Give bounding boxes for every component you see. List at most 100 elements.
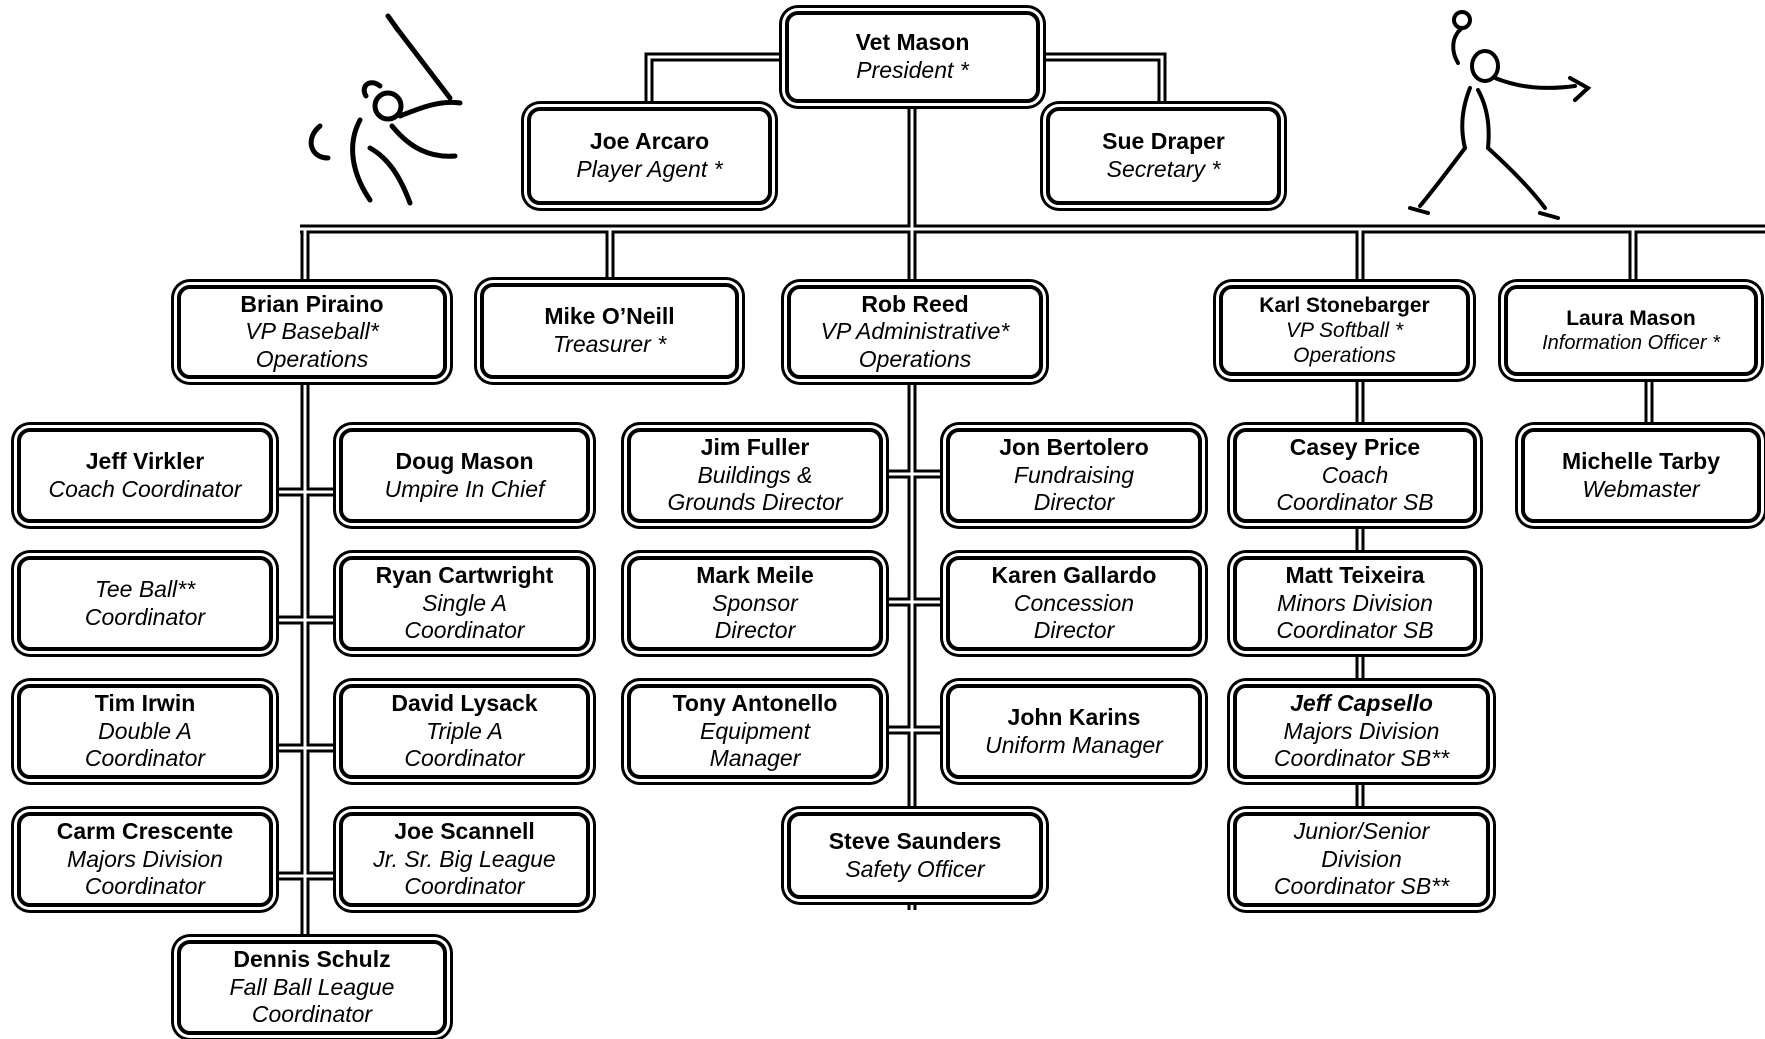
node-name: Sue Draper [1102,128,1225,155]
node-role-line: Sponsor [712,589,798,616]
node-name: Michelle Tarby [1561,447,1721,474]
node-name: Jeff Capsello [1290,690,1433,717]
node-role-line: Treasurer * [552,331,667,357]
node-tee-ball-coordinator[interactable]: Tee Ball**Coordinator [17,556,273,651]
node-role-line: Coordinator SB** [1273,745,1450,772]
node-role-line: Majors Division [1283,717,1440,744]
node-role-line: Director [714,617,796,644]
node-name: David Lysack [391,690,538,717]
node-role-line: Minors Division [1277,589,1433,616]
node-name: Laura Mason [1566,306,1696,330]
node-role-line: Junior/Senior [1293,818,1430,845]
node-role-line: Majors Division [67,845,223,872]
node-role-line: Operations [1293,344,1396,368]
node-name: Joe Scannell [394,818,535,845]
node-role-line: Webmaster [1582,475,1700,502]
node-name: Jeff Virkler [85,447,205,474]
node-role-line: President * [856,57,969,83]
node-name: Jon Bertolero [999,434,1149,461]
node-name: Doug Mason [395,447,534,474]
node-role-line: Single A [422,589,507,616]
node-role-line: VP Baseball* [245,318,379,345]
node-role-line: Triple A [426,717,503,744]
node-role-line: Operations [255,345,369,372]
node-role-line: Fall Ball League [229,973,395,1000]
node-role-line: Manager [709,745,801,772]
node-name: John Karins [1007,703,1141,730]
node-name: Carm Crescente [56,818,234,845]
node-role-line: Information Officer * [1542,332,1720,355]
node-role-line: Division [1321,845,1402,872]
node-name: Tony Antonello [672,690,838,717]
node-name: Brian Piraino [240,290,384,317]
node-role-line: Coordinator [404,617,525,644]
node-role-line: Director [1033,617,1115,644]
node-name: Joe Arcaro [589,128,710,155]
node-name: Dennis Schulz [233,946,391,973]
node-name: Rob Reed [861,290,969,317]
node-name: Jim Fuller [700,434,810,461]
baseball-batter-icon [308,13,463,206]
node-role-line: Operations [858,345,972,372]
node-role-line: Grounds Director [667,489,843,516]
node-role-line: VP Softball * [1285,318,1404,342]
node-role-line: Coordinator [404,873,525,900]
node-role-line: Fundraising [1013,461,1135,488]
node-role-line: Coach Coordinator [48,475,242,502]
node-role-line: Concession [1013,589,1135,616]
node-role-line: Coordinator SB [1276,617,1434,644]
node-name: Steve Saunders [828,827,1002,854]
node-name: Mark Meile [696,562,814,589]
node-name: Matt Teixeira [1285,562,1425,589]
softball-pitcher-icon [1408,10,1592,220]
node-role-line: Director [1033,489,1115,516]
node-role-line: Tee Ball** [94,575,196,602]
node-role-line: Safety Officer [845,855,985,882]
node-name: Karen Gallardo [991,562,1157,589]
node-role-line: Buildings & [697,461,813,488]
node-role-line: Coordinator [84,603,206,630]
node-role-line: Equipment [700,717,810,744]
node-role-line: Coordinator [404,745,525,772]
node-role-line: Coach [1321,461,1389,488]
node-role-line: Umpire In Chief [384,475,545,502]
node-role-line: Coordinator [84,745,206,772]
node-role-line: Player Agent * [576,156,723,182]
node-role-line: Coordinator [251,1001,373,1028]
node-role-line: Secretary * [1106,156,1221,182]
node-role-line: Coordinator SB** [1273,873,1450,900]
node-name: Casey Price [1289,434,1421,461]
node-name: Karl Stonebarger [1259,293,1430,317]
node-name: Mike O’Neill [544,303,675,330]
node-role-line: VP Administrative* [820,318,1010,345]
